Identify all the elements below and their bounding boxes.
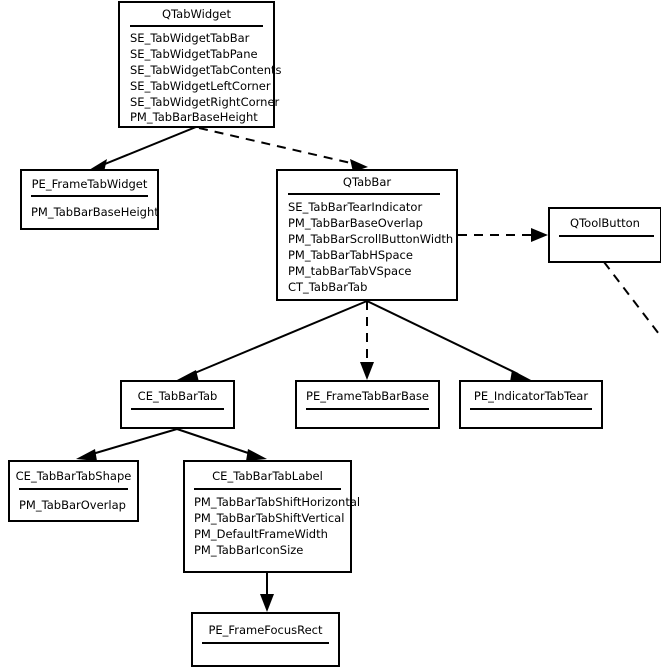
class-member: CT_TabBarTab bbox=[288, 280, 367, 294]
uml-class-pe-frametabwidget[interactable]: PE_FrameTabWidget PM_TabBarBaseHeight bbox=[20, 169, 159, 230]
edge-qtabbar-to-pe-frametabbarbase bbox=[360, 301, 374, 380]
edge-qtabbar-to-ce-tabbartab bbox=[177, 300, 368, 382]
uml-class-qtabwidget[interactable]: QTabWidget SE_TabWidgetTabBar SE_TabWidg… bbox=[118, 1, 281, 128]
class-member: PM_TabBarBaseOverlap bbox=[288, 216, 423, 230]
class-title: PE_FrameTabWidget bbox=[32, 177, 148, 191]
class-member: PM_DefaultFrameWidth bbox=[194, 527, 328, 541]
class-member: SE_TabWidgetLeftCorner bbox=[130, 79, 271, 93]
uml-class-ce-tabbartab[interactable]: CE_TabBarTab bbox=[120, 380, 235, 429]
class-member: PM_TabBarScrollButtonWidth bbox=[288, 232, 453, 246]
edge-layer bbox=[76, 126, 660, 612]
class-title: PE_IndicatorTabTear bbox=[474, 389, 588, 403]
uml-class-qtabbar[interactable]: QTabBar SE_TabBarTearIndicator PM_TabBar… bbox=[276, 169, 458, 301]
class-member: SE_TabWidgetTabBar bbox=[130, 31, 250, 45]
uml-class-pe-indicatortabtear[interactable]: PE_IndicatorTabTear bbox=[459, 380, 603, 429]
edge-qtoolbutton-to-offscreen bbox=[603, 261, 660, 335]
class-member: SE_TabWidgetTabContents bbox=[130, 63, 281, 77]
class-title: CE_TabBarTab bbox=[138, 389, 218, 403]
class-member: PM_TabBarBaseHeight bbox=[31, 205, 159, 219]
edge-ce-tabbartablabel-to-pe-framefocusrect bbox=[260, 573, 274, 612]
class-title: QTabBar bbox=[343, 175, 391, 189]
class-member: PM_TabBarIconSize bbox=[194, 543, 303, 557]
class-title: PE_FrameFocusRect bbox=[208, 623, 322, 637]
class-title: QTabWidget bbox=[162, 7, 232, 21]
class-member: PM_TabBarTabShiftVertical bbox=[194, 511, 344, 525]
class-member: SE_TabWidgetTabPane bbox=[130, 47, 258, 61]
class-member: PM_TabBarBaseHeight bbox=[130, 110, 258, 124]
edge-qtabwidget-to-pe-frametabwidget bbox=[89, 126, 197, 172]
class-member: PM_TabBarOverlap bbox=[19, 498, 126, 512]
class-title: CE_TabBarTabShape bbox=[16, 469, 132, 483]
uml-class-ce-tabbartabshape[interactable]: CE_TabBarTabShape PM_TabBarOverlap bbox=[8, 460, 139, 522]
edge-ce-tabbartab-to-ce-tabbartabshape bbox=[76, 428, 178, 461]
edge-qtabwidget-to-qtabbar bbox=[198, 127, 368, 172]
uml-class-qtoolbutton[interactable]: QToolButton bbox=[548, 207, 661, 263]
edge-ce-tabbartab-to-ce-tabbartablabel bbox=[176, 428, 267, 461]
class-title: QToolButton bbox=[570, 216, 640, 230]
edge-qtabbar-to-qtoolbutton bbox=[458, 228, 548, 242]
class-member: SE_TabBarTearIndicator bbox=[288, 200, 422, 214]
class-member: PM_tabBarTabVSpace bbox=[288, 264, 412, 278]
class-member: PM_TabBarTabHSpace bbox=[288, 248, 413, 262]
uml-class-ce-tabbartablabel[interactable]: CE_TabBarTabLabel PM_TabBarTabShiftHoriz… bbox=[183, 460, 360, 573]
class-member: PM_TabBarTabShiftHorizontal bbox=[194, 495, 360, 509]
class-member: SE_TabWidgetRightCorner bbox=[130, 95, 280, 109]
class-title: PE_FrameTabBarBase bbox=[306, 389, 429, 403]
class-title: CE_TabBarTabLabel bbox=[212, 469, 323, 483]
edge-qtabbar-to-pe-indicatortabtear bbox=[366, 300, 531, 382]
uml-class-pe-frametabbarbase[interactable]: PE_FrameTabBarBase bbox=[295, 380, 440, 429]
uml-class-pe-framefocusrect[interactable]: PE_FrameFocusRect bbox=[191, 612, 340, 667]
